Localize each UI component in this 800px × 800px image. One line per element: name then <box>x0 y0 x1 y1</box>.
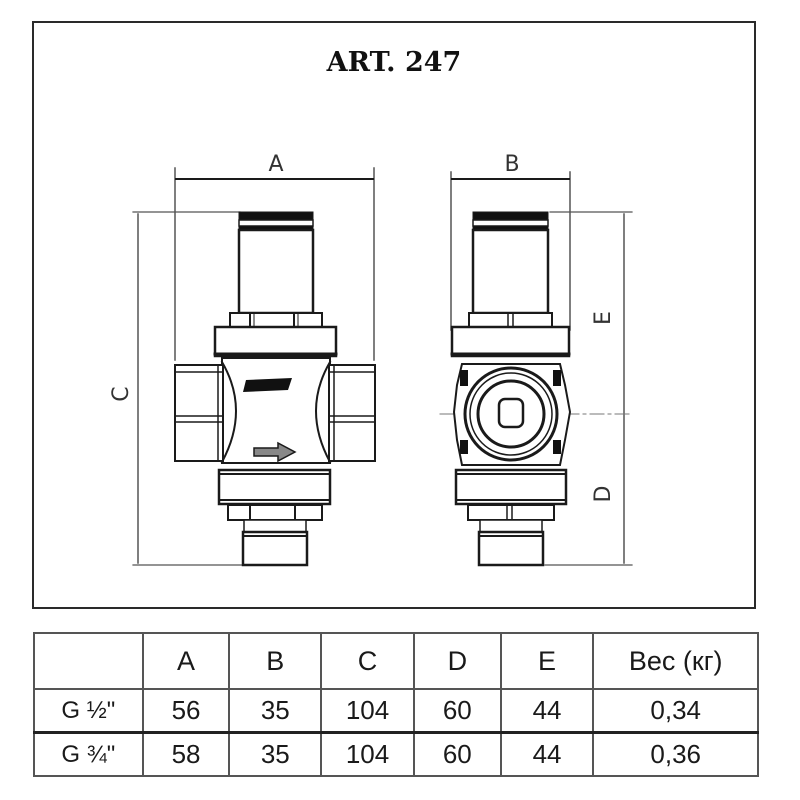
header-cell-e: E <box>499 632 595 690</box>
front-view-dimensions <box>132 167 375 566</box>
header-cell-weight: Вес (кг) <box>592 632 759 690</box>
cell-e: 44 <box>499 688 595 734</box>
cell-d: 60 <box>412 688 502 734</box>
cell-c: 104 <box>320 731 415 777</box>
cell-weight: 0,36 <box>592 731 759 777</box>
header-cell-d: D <box>412 632 502 690</box>
side-view-dimensions <box>439 171 633 566</box>
cell-a: 58 <box>141 731 231 777</box>
cell-c: 104 <box>320 688 415 734</box>
dim-label-c: C <box>109 386 134 401</box>
header-cell-c: C <box>320 632 415 690</box>
table-row: G ¾" 58 35 104 60 44 0,36 <box>33 731 759 777</box>
cell-size: G ¾" <box>33 731 144 777</box>
cell-a: 56 <box>141 688 231 734</box>
table-row: G ½" 56 35 104 60 44 0,34 <box>33 688 759 734</box>
front-view-valve-body <box>174 211 376 567</box>
dim-label-d: D <box>591 486 616 503</box>
cell-d: 60 <box>412 731 502 777</box>
cell-b: 35 <box>228 731 323 777</box>
drawing-frame: ART. 247 <box>32 21 756 609</box>
dim-label-e: E <box>591 311 616 325</box>
cell-b: 35 <box>228 688 323 734</box>
header-cell-a: A <box>141 632 231 690</box>
dimensions-table: A B C D E Вес (кг) G ½" 56 35 104 60 44 … <box>33 632 759 777</box>
dim-label-b: B <box>504 152 519 177</box>
valve-technical-drawing: A C <box>109 152 633 567</box>
header-cell-b: B <box>228 632 323 690</box>
header-cell-empty <box>33 632 144 690</box>
dim-label-a: A <box>268 152 283 177</box>
cell-size: G ½" <box>33 688 144 734</box>
cell-weight: 0,34 <box>592 688 759 734</box>
cell-e: 44 <box>499 731 595 777</box>
article-title: ART. 247 <box>326 47 462 78</box>
table-header-row: A B C D E Вес (кг) <box>33 632 759 690</box>
side-view-valve-body <box>450 211 572 567</box>
